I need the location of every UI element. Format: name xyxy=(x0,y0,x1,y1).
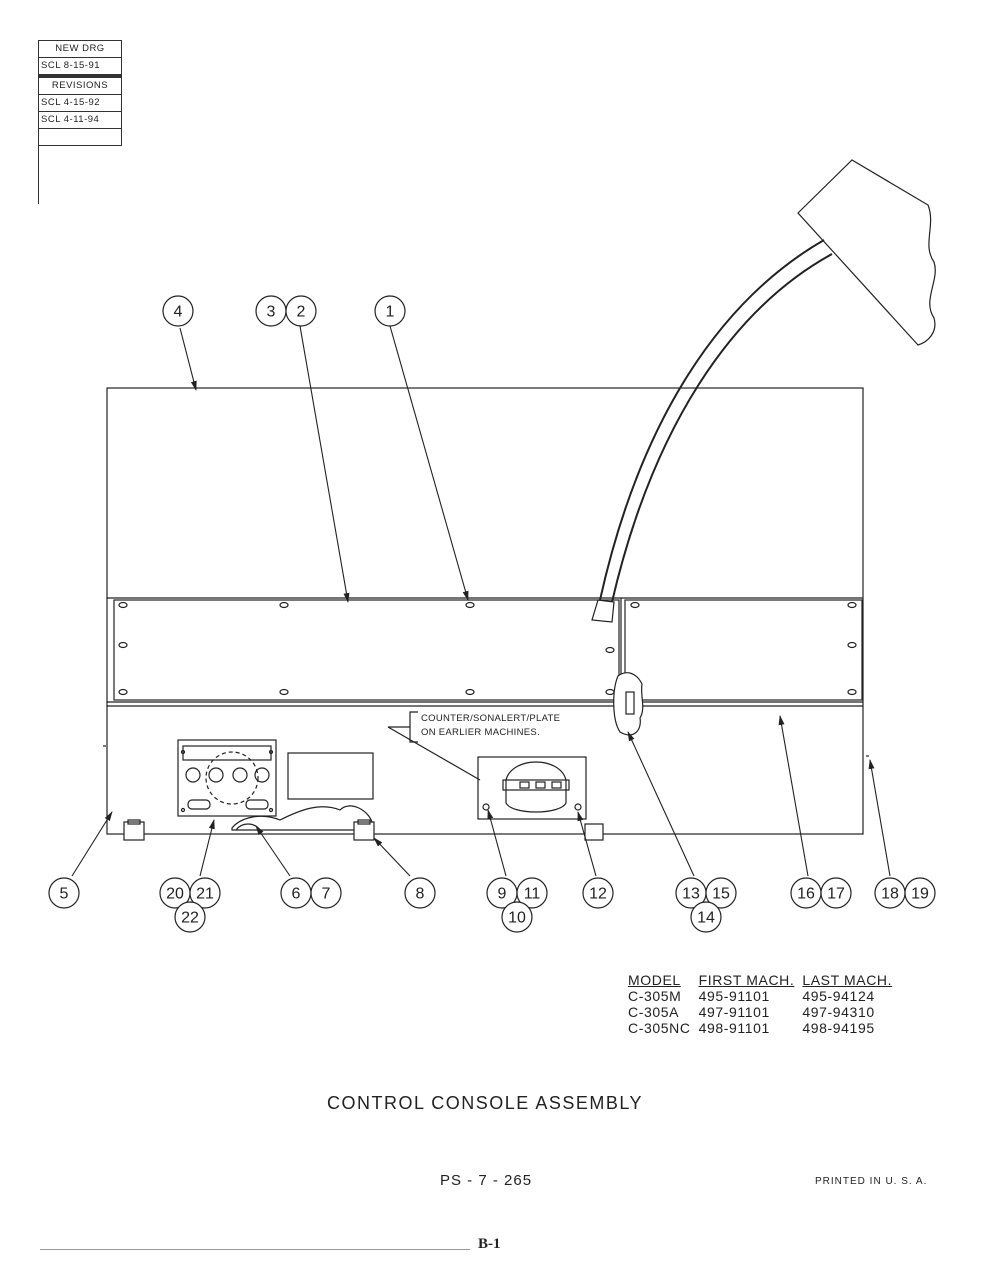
revision-row: REVISIONS xyxy=(38,77,122,94)
callout-label: 2 xyxy=(297,304,306,321)
leader-9 xyxy=(487,809,507,877)
callout-label: 18 xyxy=(881,886,899,903)
leader-12 xyxy=(577,811,597,877)
printed-in-usa: PRINTED IN U. S. A. xyxy=(815,1176,928,1187)
table-cell: 497-94310 xyxy=(802,1004,875,1020)
ps-number: PS - 7 - 265 xyxy=(440,1172,533,1189)
revision-block-tail xyxy=(38,145,122,204)
lamp-shade xyxy=(797,159,936,346)
leader-1 xyxy=(389,325,469,601)
table-header-model: MODEL xyxy=(628,972,681,988)
leader-5 xyxy=(71,811,113,877)
console-cover xyxy=(106,387,864,835)
table-cell: C-305A xyxy=(628,1004,680,1020)
bracket-mid xyxy=(353,821,375,841)
balloon-8 xyxy=(404,877,436,909)
model-table: MODEL FIRST MACH. LAST MACH. C-305M 495-… xyxy=(628,972,900,1036)
callout-label: 20 xyxy=(166,886,184,903)
table-header-last: LAST MACH. xyxy=(802,972,893,988)
bracket-left xyxy=(123,821,145,841)
page-id: B-1 xyxy=(478,1236,501,1252)
leader-2 xyxy=(299,325,350,603)
bracket-right xyxy=(584,823,604,841)
balloon-1 xyxy=(374,295,406,327)
table-cell: 497-91101 xyxy=(698,1004,770,1020)
counter-plate xyxy=(477,756,587,820)
callout-label: 17 xyxy=(827,886,845,903)
table-cell: 495-91101 xyxy=(698,988,770,1004)
callout-label: 16 xyxy=(797,886,815,903)
callout-label: 22 xyxy=(181,910,199,927)
balloon-15 xyxy=(705,877,737,909)
leader-6 xyxy=(255,825,291,877)
callout-label: 3 xyxy=(267,304,276,321)
bottom-rule xyxy=(40,1249,470,1250)
leader-8 xyxy=(373,837,411,877)
note-leader xyxy=(409,711,418,743)
drawing-title: CONTROL CONSOLE ASSEMBLY xyxy=(326,1093,644,1113)
callout-label: 8 xyxy=(416,886,425,903)
callout-label: 4 xyxy=(174,304,183,321)
balloon-17 xyxy=(820,877,852,909)
cable-cutaway xyxy=(231,805,373,831)
callout-label: 13 xyxy=(682,886,700,903)
callout-label: 15 xyxy=(712,886,730,903)
table-cell: 495-94124 xyxy=(802,988,875,1004)
revision-row: NEW DRG xyxy=(38,40,122,57)
table-row: C-305M 495-91101 495-94124 xyxy=(628,988,900,1004)
table-cell: 498-91101 xyxy=(698,1020,770,1036)
table-cell: 498-94195 xyxy=(802,1020,875,1036)
front-panel-plate xyxy=(113,599,620,701)
revision-row: SCL 8-15-91 xyxy=(38,57,122,77)
note-line-2: ON EARLIER MACHINES. xyxy=(421,727,540,738)
callout-label: 12 xyxy=(589,886,607,903)
leader-18 xyxy=(868,759,891,877)
callout-label: 14 xyxy=(697,910,715,927)
leader-4 xyxy=(179,327,197,391)
balloon-14 xyxy=(690,901,722,933)
callout-label: 19 xyxy=(911,886,929,903)
balloon-10 xyxy=(501,901,533,933)
lamp-gooseneck xyxy=(599,239,825,601)
balloon-2 xyxy=(285,295,317,327)
revision-row: SCL 4-11-94 xyxy=(38,111,122,128)
right-panel-plate xyxy=(624,599,863,701)
blank-window xyxy=(287,752,374,800)
balloon-12 xyxy=(582,877,614,909)
revision-block: NEW DRG SCL 8-15-91 REVISIONS SCL 4-15-9… xyxy=(38,40,122,204)
callout-label: 21 xyxy=(196,886,214,903)
balloon-7 xyxy=(310,877,342,909)
table-row: C-305NC 498-91101 498-94195 xyxy=(628,1020,900,1036)
table-header-first: FIRST MACH. xyxy=(698,972,795,988)
balloon-19 xyxy=(904,877,936,909)
revision-row: SCL 4-15-92 xyxy=(38,94,122,111)
callout-label: 7 xyxy=(322,886,331,903)
callout-label: 11 xyxy=(524,886,541,903)
balloon-21 xyxy=(189,877,221,909)
table-cell: C-305NC xyxy=(628,1020,691,1036)
revision-row-blank xyxy=(38,128,122,145)
callout-label: 1 xyxy=(386,304,395,321)
table-cell: C-305M xyxy=(628,988,682,1004)
balloon-5 xyxy=(48,877,80,909)
note-line-1: COUNTER/SONALERT/PLATE xyxy=(421,713,560,724)
callout-label: 10 xyxy=(508,910,526,927)
display-module xyxy=(177,739,277,817)
leader-13 xyxy=(627,731,695,877)
callout-label: 6 xyxy=(292,886,301,903)
balloon-22 xyxy=(174,901,206,933)
callout-label: 5 xyxy=(60,886,69,903)
leader-16 xyxy=(778,715,809,877)
callout-label: 9 xyxy=(498,886,507,903)
balloon-11 xyxy=(516,877,548,909)
leader-20 xyxy=(199,819,215,877)
balloon-4 xyxy=(162,295,194,327)
table-row: C-305A 497-91101 497-94310 xyxy=(628,1004,900,1020)
